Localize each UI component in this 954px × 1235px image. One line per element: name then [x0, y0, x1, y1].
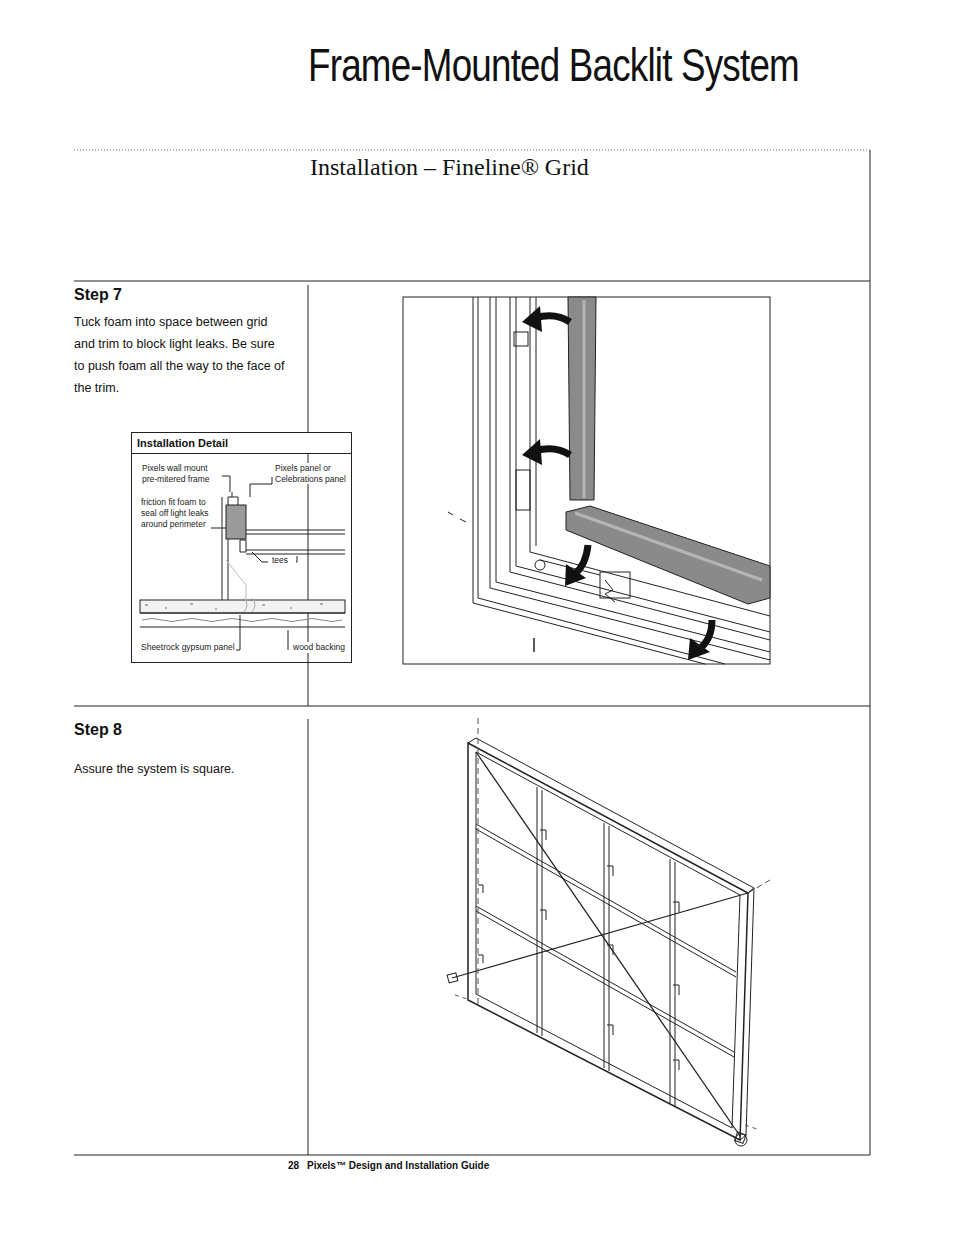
part-label: tees [272, 555, 296, 566]
section-heading: Installation – Fineline® Grid [310, 152, 589, 183]
step-heading: Step 7 [74, 285, 274, 306]
part-label: Pixels wall mount pre-mitered frame [142, 463, 222, 484]
part-label: Pixels panel or Celebrations panel [275, 463, 349, 484]
step-text: Tuck foam into space between grid and tr… [74, 312, 288, 400]
section-rule [74, 1155, 870, 1156]
dotted-rule [74, 150, 870, 151]
frame-rule [870, 150, 871, 1155]
part-label: Sheetrock gypsum panel [141, 642, 235, 653]
page-number: 28 [288, 1159, 299, 1172]
footer-text: Pixels™ Design and Installation Guide [307, 1159, 489, 1172]
box-heading: Installation Detail [132, 433, 351, 454]
foam-illustration [403, 297, 770, 664]
squaring-illustration [447, 718, 770, 1146]
step-text: Assure the system is square. [74, 761, 294, 777]
section-rule [74, 706, 870, 707]
step-heading: Step 8 [74, 720, 274, 741]
page-title: Frame-Mounted Backlit System [308, 40, 799, 91]
column-rule [308, 719, 309, 1155]
section-detail [140, 476, 345, 650]
section-rule [74, 281, 870, 282]
part-label: wood backing [293, 642, 345, 653]
part-label: friction fit foam to seal off light leak… [141, 497, 211, 530]
